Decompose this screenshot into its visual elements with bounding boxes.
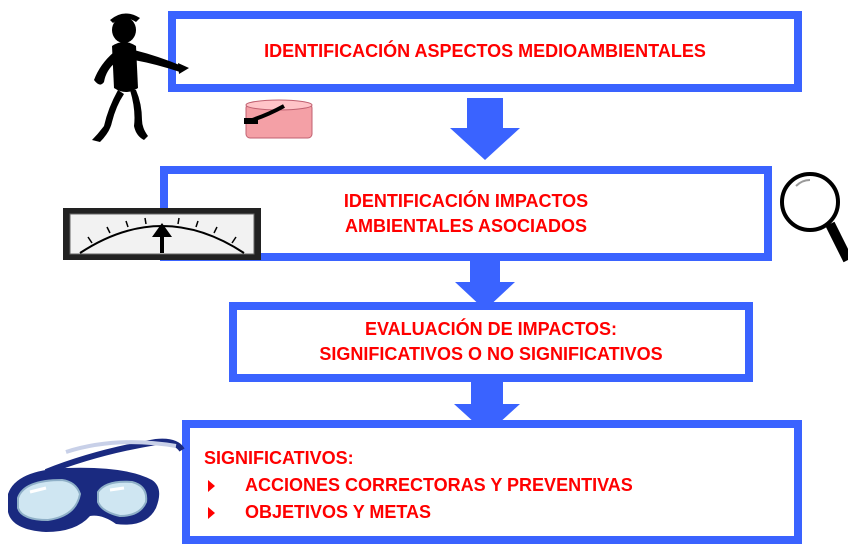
safety-goggles-icon bbox=[8, 438, 185, 532]
list-item: ACCIONES CORRECTORAS Y PREVENTIVAS bbox=[204, 475, 794, 496]
bullet-text: OBJETIVOS Y METAS bbox=[245, 502, 432, 522]
bullet-arrow-icon bbox=[208, 479, 215, 492]
paint-can-icon bbox=[244, 99, 313, 139]
significant-heading: SIGNIFICATIVOS: bbox=[204, 448, 354, 468]
step-box-significant: SIGNIFICATIVOS: ACCIONES CORRECTORAS Y P… bbox=[182, 420, 802, 544]
pointing-figure-icon bbox=[92, 13, 189, 142]
step-evaluation-line-1: EVALUACIÓN DE IMPACTOS: bbox=[364, 319, 617, 339]
gauge-meter-icon bbox=[63, 208, 261, 260]
step-box-evaluation: EVALUACIÓN DE IMPACTOS: SIGNIFICATIVOS O… bbox=[229, 302, 753, 382]
significant-bullet-list: ACCIONES CORRECTORAS Y PREVENTIVAS OBJET… bbox=[204, 475, 794, 523]
flow-arrow-down-icon bbox=[455, 256, 515, 310]
flow-arrow-down-icon bbox=[454, 376, 520, 434]
step-box-impacts: IDENTIFICACIÓN IMPACTOS AMBIENTALES ASOC… bbox=[160, 166, 772, 261]
bullet-arrow-icon bbox=[208, 506, 215, 519]
step-impacts-line-1: IDENTIFICACIÓN IMPACTOS bbox=[343, 190, 589, 211]
flow-arrow-down-icon bbox=[450, 98, 520, 160]
step-aspects-text: IDENTIFICACIÓN ASPECTOS MEDIOAMBIENTALES bbox=[264, 41, 706, 61]
step-impacts-line-2: AMBIENTALES ASOCIADOS bbox=[344, 215, 587, 236]
list-item: OBJETIVOS Y METAS bbox=[204, 502, 794, 523]
magnifying-glass-icon bbox=[780, 172, 848, 263]
step-box-aspects: IDENTIFICACIÓN ASPECTOS MEDIOAMBIENTALES bbox=[168, 11, 802, 92]
bullet-text: ACCIONES CORRECTORAS Y PREVENTIVAS bbox=[245, 475, 633, 495]
step-evaluation-line-2: SIGNIFICATIVOS O NO SIGNIFICATIVOS bbox=[319, 344, 663, 364]
